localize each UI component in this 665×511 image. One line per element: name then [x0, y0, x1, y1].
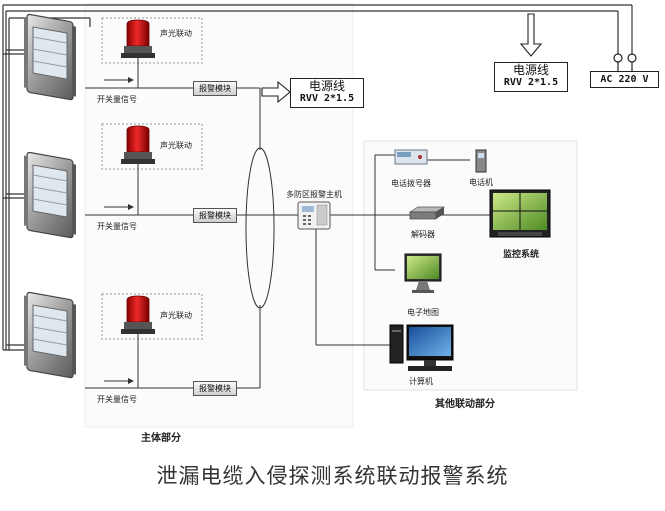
telephone-device	[475, 149, 487, 173]
power-cable-box-left: 电源线 RVV 2*1.5	[290, 78, 364, 108]
page-title: 泄漏电缆入侵探测系统联动报警系统	[156, 464, 509, 488]
ac-terminal-right	[627, 53, 637, 63]
strobe-label-1: 声光联动	[160, 29, 192, 38]
power-cable-top-spec: RVV 2*1.5	[503, 77, 559, 88]
ac-power-source: AC 220 V	[590, 71, 659, 88]
decoder-label: 解码器	[411, 230, 435, 239]
dialer-label: 电话拨号器	[391, 179, 431, 188]
power-arrow-right-icon	[261, 80, 291, 104]
power-bus	[2, 4, 633, 351]
strobe-label-3: 声光联动	[160, 311, 192, 320]
power-cable-left-title: 电源线	[308, 79, 345, 93]
power-arrow-down-icon	[519, 13, 543, 57]
computer-device	[389, 324, 454, 371]
power-cable-left-spec: RVV 2*1.5	[299, 93, 355, 104]
detector-unit-3	[24, 291, 261, 389]
other-section-label: 其他联动部分	[435, 399, 495, 410]
signal-label-1: 开关量信号	[97, 95, 137, 104]
host-wiring	[315, 154, 490, 346]
strobe-label-2: 声光联动	[160, 141, 192, 150]
main-section-label: 主体部分	[141, 433, 181, 444]
host-label: 多防区报警主机	[286, 190, 342, 199]
phone-label: 电话机	[469, 178, 493, 187]
signal-label-2: 开关量信号	[97, 222, 137, 231]
monitor-system-label: 监控系统	[502, 250, 540, 260]
alarm-host-device	[297, 201, 331, 230]
power-cable-top-title: 电源线	[512, 63, 549, 77]
cable-bundle	[245, 147, 275, 309]
signal-label-3: 开关量信号	[97, 395, 137, 404]
detector-unit-1	[24, 13, 261, 150]
alarm-module-3: 报警模块	[193, 381, 237, 396]
e-map-device	[404, 253, 442, 293]
computer-label: 计算机	[409, 377, 433, 386]
ac-terminal-left	[613, 53, 623, 63]
e-map-label: 电子地图	[407, 308, 439, 317]
power-cable-box-top: 电源线 RVV 2*1.5	[494, 62, 568, 92]
detector-unit-2	[24, 123, 298, 239]
phone-dialer-device	[394, 149, 428, 165]
decoder-device	[408, 206, 446, 220]
alarm-module-2: 报警模块	[193, 208, 237, 223]
alarm-module-1: 报警模块	[193, 81, 237, 96]
monitor-screen-device	[489, 189, 551, 238]
